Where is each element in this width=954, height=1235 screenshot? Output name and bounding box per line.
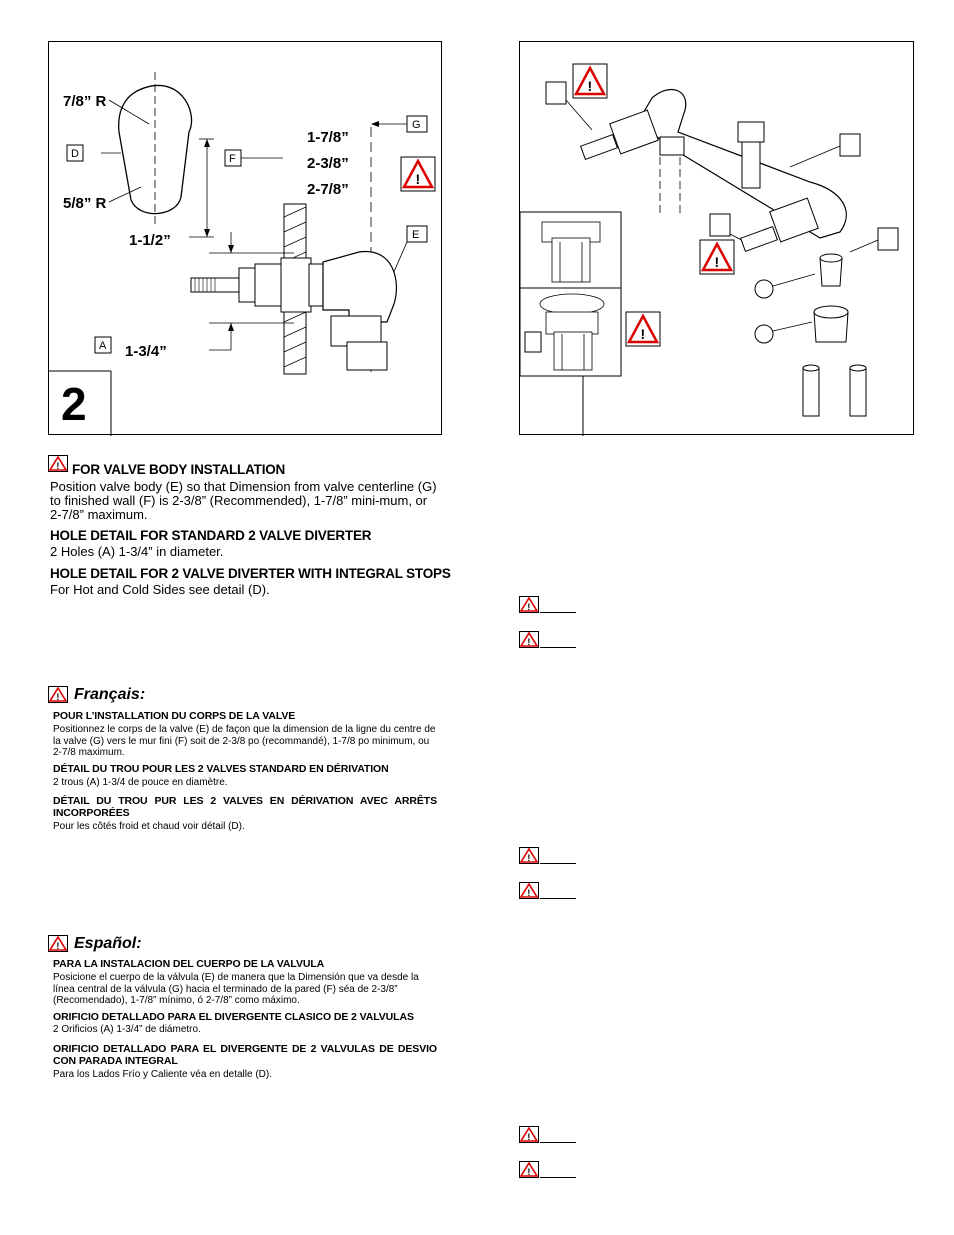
es-heading-2: ORIFICIO DETALLADO PARA EL DIVERGENTE CL… (53, 1011, 414, 1023)
warning-triangle-icon: ! (519, 596, 539, 613)
heading-hole-standard: HOLE DETAIL FOR STANDARD 2 VALVE DIVERTE… (50, 528, 372, 543)
para-valve-body-installation: Position valve body (E) so that Dimensio… (50, 479, 437, 522)
warning-rule (540, 898, 576, 899)
fr-heading-1: POUR L’INSTALLATION DU CORPS DE LA VALVE (53, 710, 296, 722)
heading-valve-body-installation: FOR VALVE BODY INSTALLATION (72, 462, 286, 477)
es-para-1: Posicione el cuerpo de la válvula (E) de… (53, 972, 419, 1006)
fr-para-2: 2 trous (A) 1-3/4 de pouce en diamètre. (53, 777, 228, 788)
svg-text:!: ! (715, 254, 720, 270)
warning-triangle-icon: ! (625, 311, 661, 347)
fr-para-1: Positionnez le corps de la valve (E) de … (53, 724, 436, 758)
label-d: D (71, 148, 79, 160)
dim-hole: 1-3/4” (125, 343, 167, 360)
warning-triangle-icon: ! (519, 1161, 539, 1178)
warning-triangle-icon: ! (48, 686, 68, 703)
svg-text:!: ! (56, 941, 59, 951)
handle-profile (118, 84, 193, 215)
fr-heading-2: DÉTAIL DU TROU POUR LES 2 VALVES STANDAR… (53, 763, 389, 775)
warning-rule (540, 647, 576, 648)
svg-text:!: ! (527, 853, 530, 863)
warning-triangle-icon: ! (572, 63, 608, 99)
warning-triangle-icon: ! (519, 882, 539, 899)
dim-height: 1-1/2” (129, 232, 171, 249)
dim-recommended: 2-3/8” (307, 155, 349, 172)
warning-rule (540, 1177, 576, 1178)
para-hole-standard: 2 Holes (A) 1-3/4” in diameter. (50, 544, 224, 559)
warning-triangle-icon: ! (519, 1126, 539, 1143)
warning-rule (540, 1142, 576, 1143)
heading-hole-integral-stops: HOLE DETAIL FOR 2 VALVE DIVERTER WITH IN… (50, 566, 451, 581)
warning-triangle-icon: ! (519, 631, 539, 648)
svg-text:!: ! (416, 171, 421, 187)
warning-rule (540, 612, 576, 613)
warning-triangle-icon: ! (48, 935, 68, 952)
label-e: E (412, 229, 419, 241)
svg-text:!: ! (527, 1167, 530, 1177)
label-g: G (412, 119, 421, 131)
svg-text:!: ! (527, 1132, 530, 1142)
valve-dimension-diagram: 2 7/8” R 5/8” R 1-1/2” 1-7/8” 2-3/8” 2-7… (49, 72, 436, 436)
es-para-3: Para los Lados Frío y Caliente véa en de… (53, 1069, 272, 1080)
es-heading-1: PARA LA INSTALACION DEL CUERPO DE LA VAL… (53, 958, 325, 970)
svg-text:!: ! (56, 461, 59, 471)
figure-valve-assembly: ! ! ! (519, 41, 914, 436)
es-para-2: 2 Orificios (A) 1-3/4” de diámetro. (53, 1024, 201, 1035)
es-heading-3: ORIFICIO DETALLADO PARA EL DIVERGENTE DE… (53, 1043, 437, 1067)
label-a: A (99, 340, 107, 352)
fr-heading-3: DÉTAIL DU TROU PUR LES 2 VALVES EN DÉRIV… (53, 795, 437, 819)
para-hole-integral-stops: For Hot and Cold Sides see detail (D). (50, 582, 270, 597)
dim-max: 2-7/8” (307, 181, 349, 198)
svg-text:!: ! (527, 888, 530, 898)
warning-triangle-icon: ! (48, 455, 68, 472)
warning-triangle-icon: ! (699, 239, 735, 275)
dim-min: 1-7/8” (307, 129, 349, 146)
valve-assembly-diagram: ! ! ! (519, 63, 899, 436)
figure-valve-dimensions: 2 7/8” R 5/8” R 1-1/2” 1-7/8” 2-3/8” 2-7… (48, 41, 442, 436)
svg-text:!: ! (588, 78, 593, 94)
svg-text:!: ! (641, 326, 646, 342)
fr-para-3: Pour les côtés froid et chaud voir détai… (53, 821, 245, 832)
spanish-title: Español: (74, 935, 142, 952)
warning-rule (540, 863, 576, 864)
warning-triangle-icon: ! (519, 847, 539, 864)
svg-text:!: ! (527, 637, 530, 647)
warning-triangle-icon: ! (400, 156, 436, 192)
french-title: Français: (74, 686, 146, 703)
dim-radius-top: 7/8” R (63, 93, 107, 110)
step-number: 2 (61, 378, 87, 430)
svg-text:!: ! (56, 692, 59, 702)
label-f: F (229, 153, 236, 165)
svg-text:!: ! (527, 602, 530, 612)
dim-radius-bottom: 5/8” R (63, 195, 107, 212)
